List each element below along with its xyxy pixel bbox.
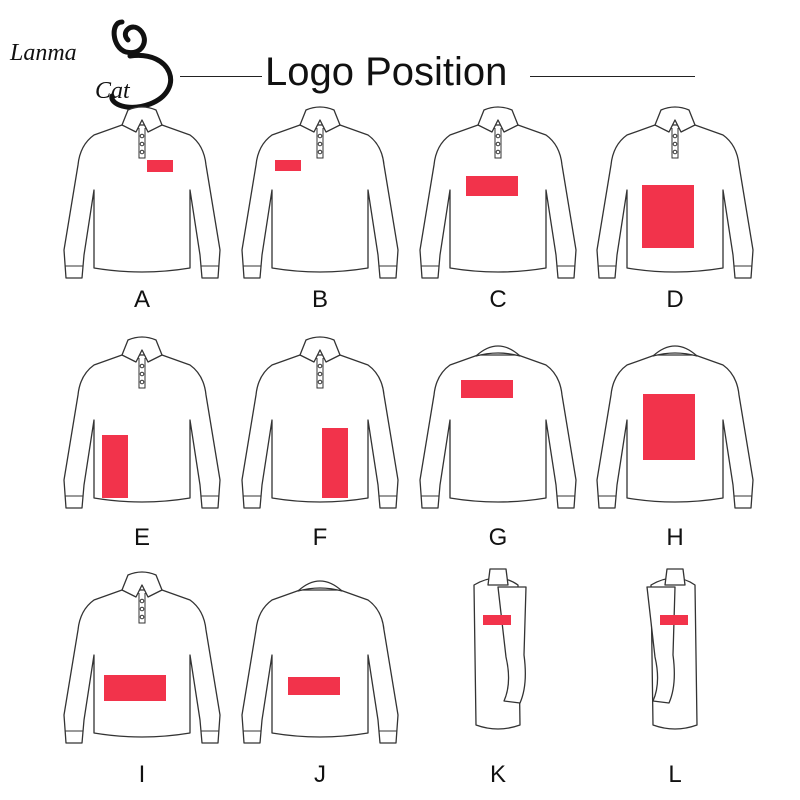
position-label-C: C bbox=[489, 286, 507, 313]
logo-area-K bbox=[483, 615, 511, 625]
position-label-I: I bbox=[138, 761, 146, 788]
collar-A bbox=[121, 106, 163, 133]
button-icon-I bbox=[139, 606, 145, 612]
button-icon-I bbox=[139, 614, 145, 620]
side-sleeve-L bbox=[646, 586, 676, 704]
collar-C bbox=[477, 106, 519, 133]
shirt-body-C bbox=[419, 124, 577, 279]
shirt-body-I bbox=[63, 589, 221, 744]
button-icon-E bbox=[139, 379, 145, 385]
shirt-body-F bbox=[241, 354, 399, 509]
logo-area-B bbox=[275, 160, 301, 171]
shirt-body-E bbox=[63, 354, 221, 509]
logo-area-J bbox=[288, 677, 340, 695]
button-icon-B bbox=[317, 149, 323, 155]
button-icon-E bbox=[139, 363, 145, 369]
position-label-K: K bbox=[489, 761, 506, 788]
logo-area-C bbox=[466, 176, 518, 196]
collar-B bbox=[299, 106, 341, 133]
shirt-body-J bbox=[241, 589, 399, 744]
side-collar-L bbox=[664, 568, 686, 586]
placket-B bbox=[316, 128, 324, 159]
logo-area-H bbox=[643, 394, 695, 460]
title-rule-left bbox=[180, 76, 262, 77]
logo-area-G bbox=[461, 380, 513, 398]
position-label-F: F bbox=[312, 524, 328, 551]
button-icon-F bbox=[317, 371, 323, 377]
position-label-B: B bbox=[311, 286, 328, 313]
button-icon-B bbox=[317, 133, 323, 139]
page-title: Logo Position bbox=[265, 50, 508, 94]
position-label-J: J bbox=[314, 761, 326, 788]
placket-A bbox=[138, 128, 146, 159]
placket-I bbox=[138, 593, 146, 624]
button-icon-F bbox=[317, 379, 323, 385]
placket-F bbox=[316, 358, 324, 389]
collar-I bbox=[121, 571, 163, 598]
collar-D bbox=[654, 106, 696, 133]
button-icon-E bbox=[139, 371, 145, 377]
button-icon-F bbox=[317, 363, 323, 369]
logo-area-L bbox=[660, 615, 688, 625]
title-rule-right bbox=[530, 76, 695, 77]
button-icon-A bbox=[139, 141, 145, 147]
button-icon-D bbox=[672, 133, 678, 139]
brand-swirl-icon bbox=[109, 19, 174, 110]
logo-area-D bbox=[642, 185, 694, 248]
button-icon-C bbox=[495, 149, 501, 155]
button-icon-D bbox=[672, 141, 678, 147]
logo-area-F bbox=[322, 428, 348, 498]
collar-E bbox=[121, 336, 163, 363]
brand-name-line1: Lanma bbox=[10, 40, 77, 66]
button-icon-I bbox=[139, 598, 145, 604]
shirt-body-B bbox=[241, 124, 399, 279]
button-icon-D bbox=[672, 149, 678, 155]
button-icon-A bbox=[139, 149, 145, 155]
position-label-L: L bbox=[668, 761, 682, 788]
placket-D bbox=[671, 128, 679, 159]
position-label-D: D bbox=[666, 286, 684, 313]
collar-F bbox=[299, 336, 341, 363]
back-collar-J bbox=[297, 580, 343, 592]
button-icon-C bbox=[495, 141, 501, 147]
position-label-G: G bbox=[488, 524, 508, 551]
button-icon-C bbox=[495, 133, 501, 139]
placket-E bbox=[138, 358, 146, 389]
side-collar-K bbox=[487, 568, 509, 586]
position-label-H: H bbox=[666, 524, 684, 551]
logo-area-A bbox=[147, 160, 173, 172]
placket-C bbox=[494, 128, 502, 159]
shirt-body-G bbox=[419, 354, 577, 509]
position-label-E: E bbox=[133, 524, 150, 551]
back-collar-G bbox=[475, 345, 521, 357]
button-icon-B bbox=[317, 141, 323, 147]
back-collar-H bbox=[652, 345, 698, 357]
position-label-A: A bbox=[133, 286, 150, 313]
logo-area-E bbox=[102, 435, 128, 498]
brand-name-line2: Cat bbox=[95, 78, 130, 104]
shirt-body-A bbox=[63, 124, 221, 279]
button-icon-A bbox=[139, 133, 145, 139]
logo-area-I bbox=[104, 675, 166, 701]
